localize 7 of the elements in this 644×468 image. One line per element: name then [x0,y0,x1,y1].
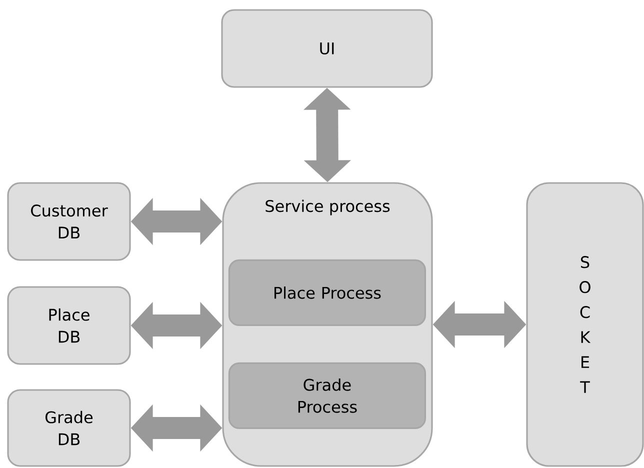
database-box: Customer DB [7,182,131,261]
process-box: UI [221,9,433,88]
socket-box: S O C K E T [526,182,644,467]
database-box: Place DB [7,286,131,365]
process-box: Place Process [228,259,426,326]
database-box: Grade DB [7,389,131,467]
process-box: Grade Process [228,362,426,429]
